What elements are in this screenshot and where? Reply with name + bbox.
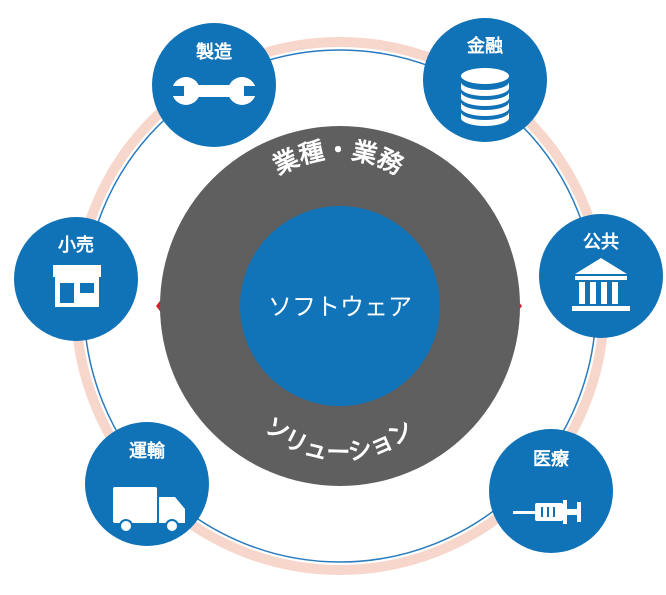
wrench-icon — [172, 77, 256, 105]
node-label: 製造 — [195, 41, 232, 63]
node-label: 金融 — [466, 35, 503, 57]
node-finance: 金融 — [423, 18, 547, 142]
node-public: 公共 — [539, 214, 663, 338]
node-label: 医療 — [533, 448, 570, 470]
node-medical: 医療 — [489, 429, 613, 553]
node-retail: 小売 — [14, 217, 138, 341]
node-manufacturing: 製造 — [152, 23, 276, 147]
syringe-icon — [513, 500, 581, 524]
truck-icon — [113, 487, 185, 533]
center-label: ソフトウェア — [268, 293, 412, 321]
bank-building-icon — [572, 258, 630, 311]
center-circle — [240, 206, 440, 406]
node-label: 小売 — [58, 234, 94, 256]
coin-stack-icon — [461, 68, 509, 126]
node-label: 運輸 — [129, 440, 166, 462]
store-icon — [53, 265, 101, 307]
node-transport: 運輸 — [85, 422, 209, 546]
node-label: 公共 — [583, 232, 619, 253]
